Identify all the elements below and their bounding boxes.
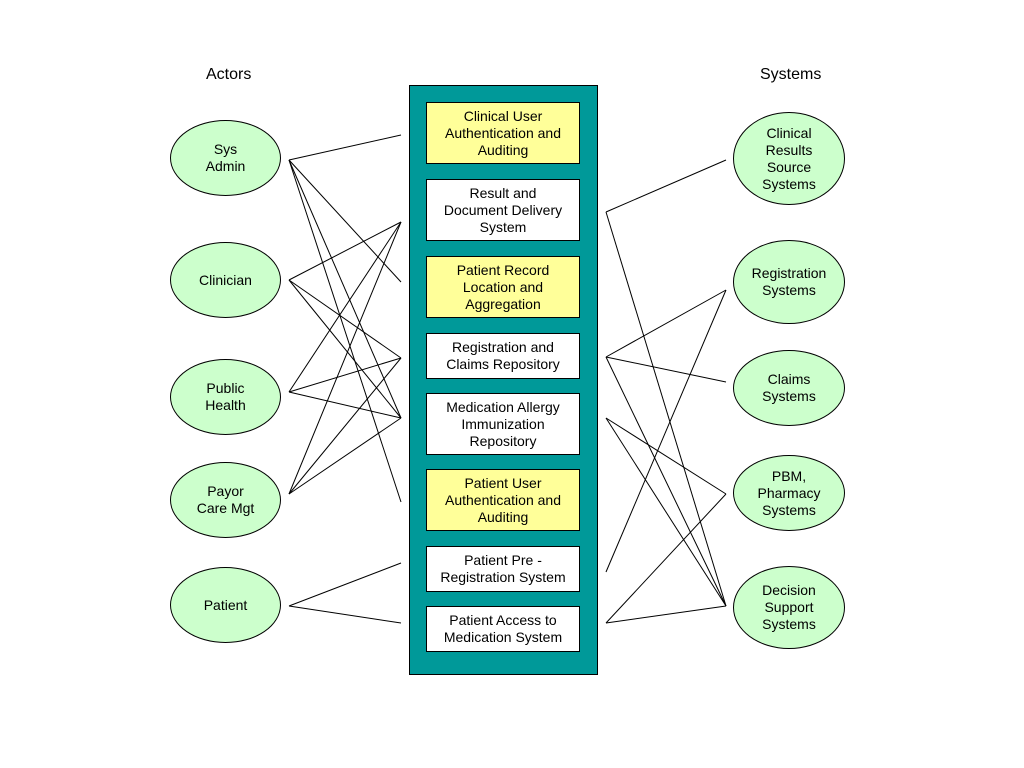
service-result-doc-delivery[interactable]: Result and Document Delivery System	[426, 179, 580, 241]
connector-sys-admin-to-medication-allergy-repo	[288, 159, 402, 419]
actor-patient[interactable]: Patient	[170, 567, 281, 643]
connector-payor-care-mgt-to-medication-allergy-repo	[288, 417, 402, 495]
service-patient-pre-registration[interactable]: Patient Pre - Registration System	[426, 546, 580, 592]
connector-registration-claims-repo-to-claims-systems	[605, 356, 727, 383]
system-registration-systems[interactable]: Registration Systems	[733, 240, 845, 324]
connector-payor-care-mgt-to-registration-claims-repo	[288, 357, 402, 495]
connector-medication-allergy-repo-to-decision-support	[605, 417, 727, 607]
systems-heading: Systems	[760, 66, 822, 83]
connector-registration-claims-repo-to-decision-support	[605, 356, 727, 607]
actor-payor-care-mgt[interactable]: Payor Care Mgt	[170, 462, 281, 538]
connector-result-doc-delivery-to-decision-support	[605, 211, 727, 607]
connector-sys-admin-to-patient-record-location	[288, 159, 402, 283]
service-registration-claims-repo[interactable]: Registration and Claims Repository	[426, 333, 580, 379]
connector-patient-access-medication-to-pbm-pharmacy	[605, 493, 727, 624]
actor-public-health[interactable]: Public Health	[170, 359, 281, 435]
system-claims-systems[interactable]: Claims Systems	[733, 350, 845, 426]
connector-medication-allergy-repo-to-pbm-pharmacy	[605, 417, 727, 495]
connector-payor-care-mgt-to-result-doc-delivery	[288, 221, 402, 495]
connector-patient-access-medication-to-decision-support	[605, 605, 727, 624]
service-clinical-user-auth[interactable]: Clinical User Authentication and Auditin…	[426, 102, 580, 164]
service-patient-user-auth[interactable]: Patient User Authentication and Auditing	[426, 469, 580, 531]
system-decision-support[interactable]: Decision Support Systems	[733, 566, 845, 649]
connector-clinician-to-medication-allergy-repo	[288, 279, 402, 419]
actor-sys-admin[interactable]: Sys Admin	[170, 120, 281, 196]
connector-patient-pre-registration-to-registration-systems	[605, 289, 727, 573]
connector-patient-to-patient-access-medication	[288, 605, 402, 624]
connector-result-doc-delivery-to-clinical-results-source	[605, 159, 727, 213]
actors-heading: Actors	[206, 66, 252, 83]
service-patient-record-location[interactable]: Patient Record Location and Aggregation	[426, 256, 580, 318]
system-clinical-results-source[interactable]: Clinical Results Source Systems	[733, 112, 845, 205]
connector-public-health-to-result-doc-delivery	[288, 221, 402, 393]
actor-clinician[interactable]: Clinician	[170, 242, 281, 318]
connector-public-health-to-medication-allergy-repo	[288, 391, 402, 419]
connector-clinician-to-result-doc-delivery	[288, 221, 402, 281]
system-pbm-pharmacy[interactable]: PBM, Pharmacy Systems	[733, 455, 845, 531]
connector-sys-admin-to-patient-user-auth	[288, 159, 402, 503]
service-medication-allergy-repo[interactable]: Medication Allergy Immunization Reposito…	[426, 393, 580, 455]
connector-registration-claims-repo-to-registration-systems	[605, 289, 727, 358]
service-patient-access-medication[interactable]: Patient Access to Medication System	[426, 606, 580, 652]
connector-clinician-to-registration-claims-repo	[288, 279, 402, 359]
connector-patient-to-patient-pre-registration	[288, 562, 402, 607]
connector-sys-admin-to-clinical-user-auth	[288, 134, 402, 161]
connector-public-health-to-registration-claims-repo	[288, 357, 402, 393]
